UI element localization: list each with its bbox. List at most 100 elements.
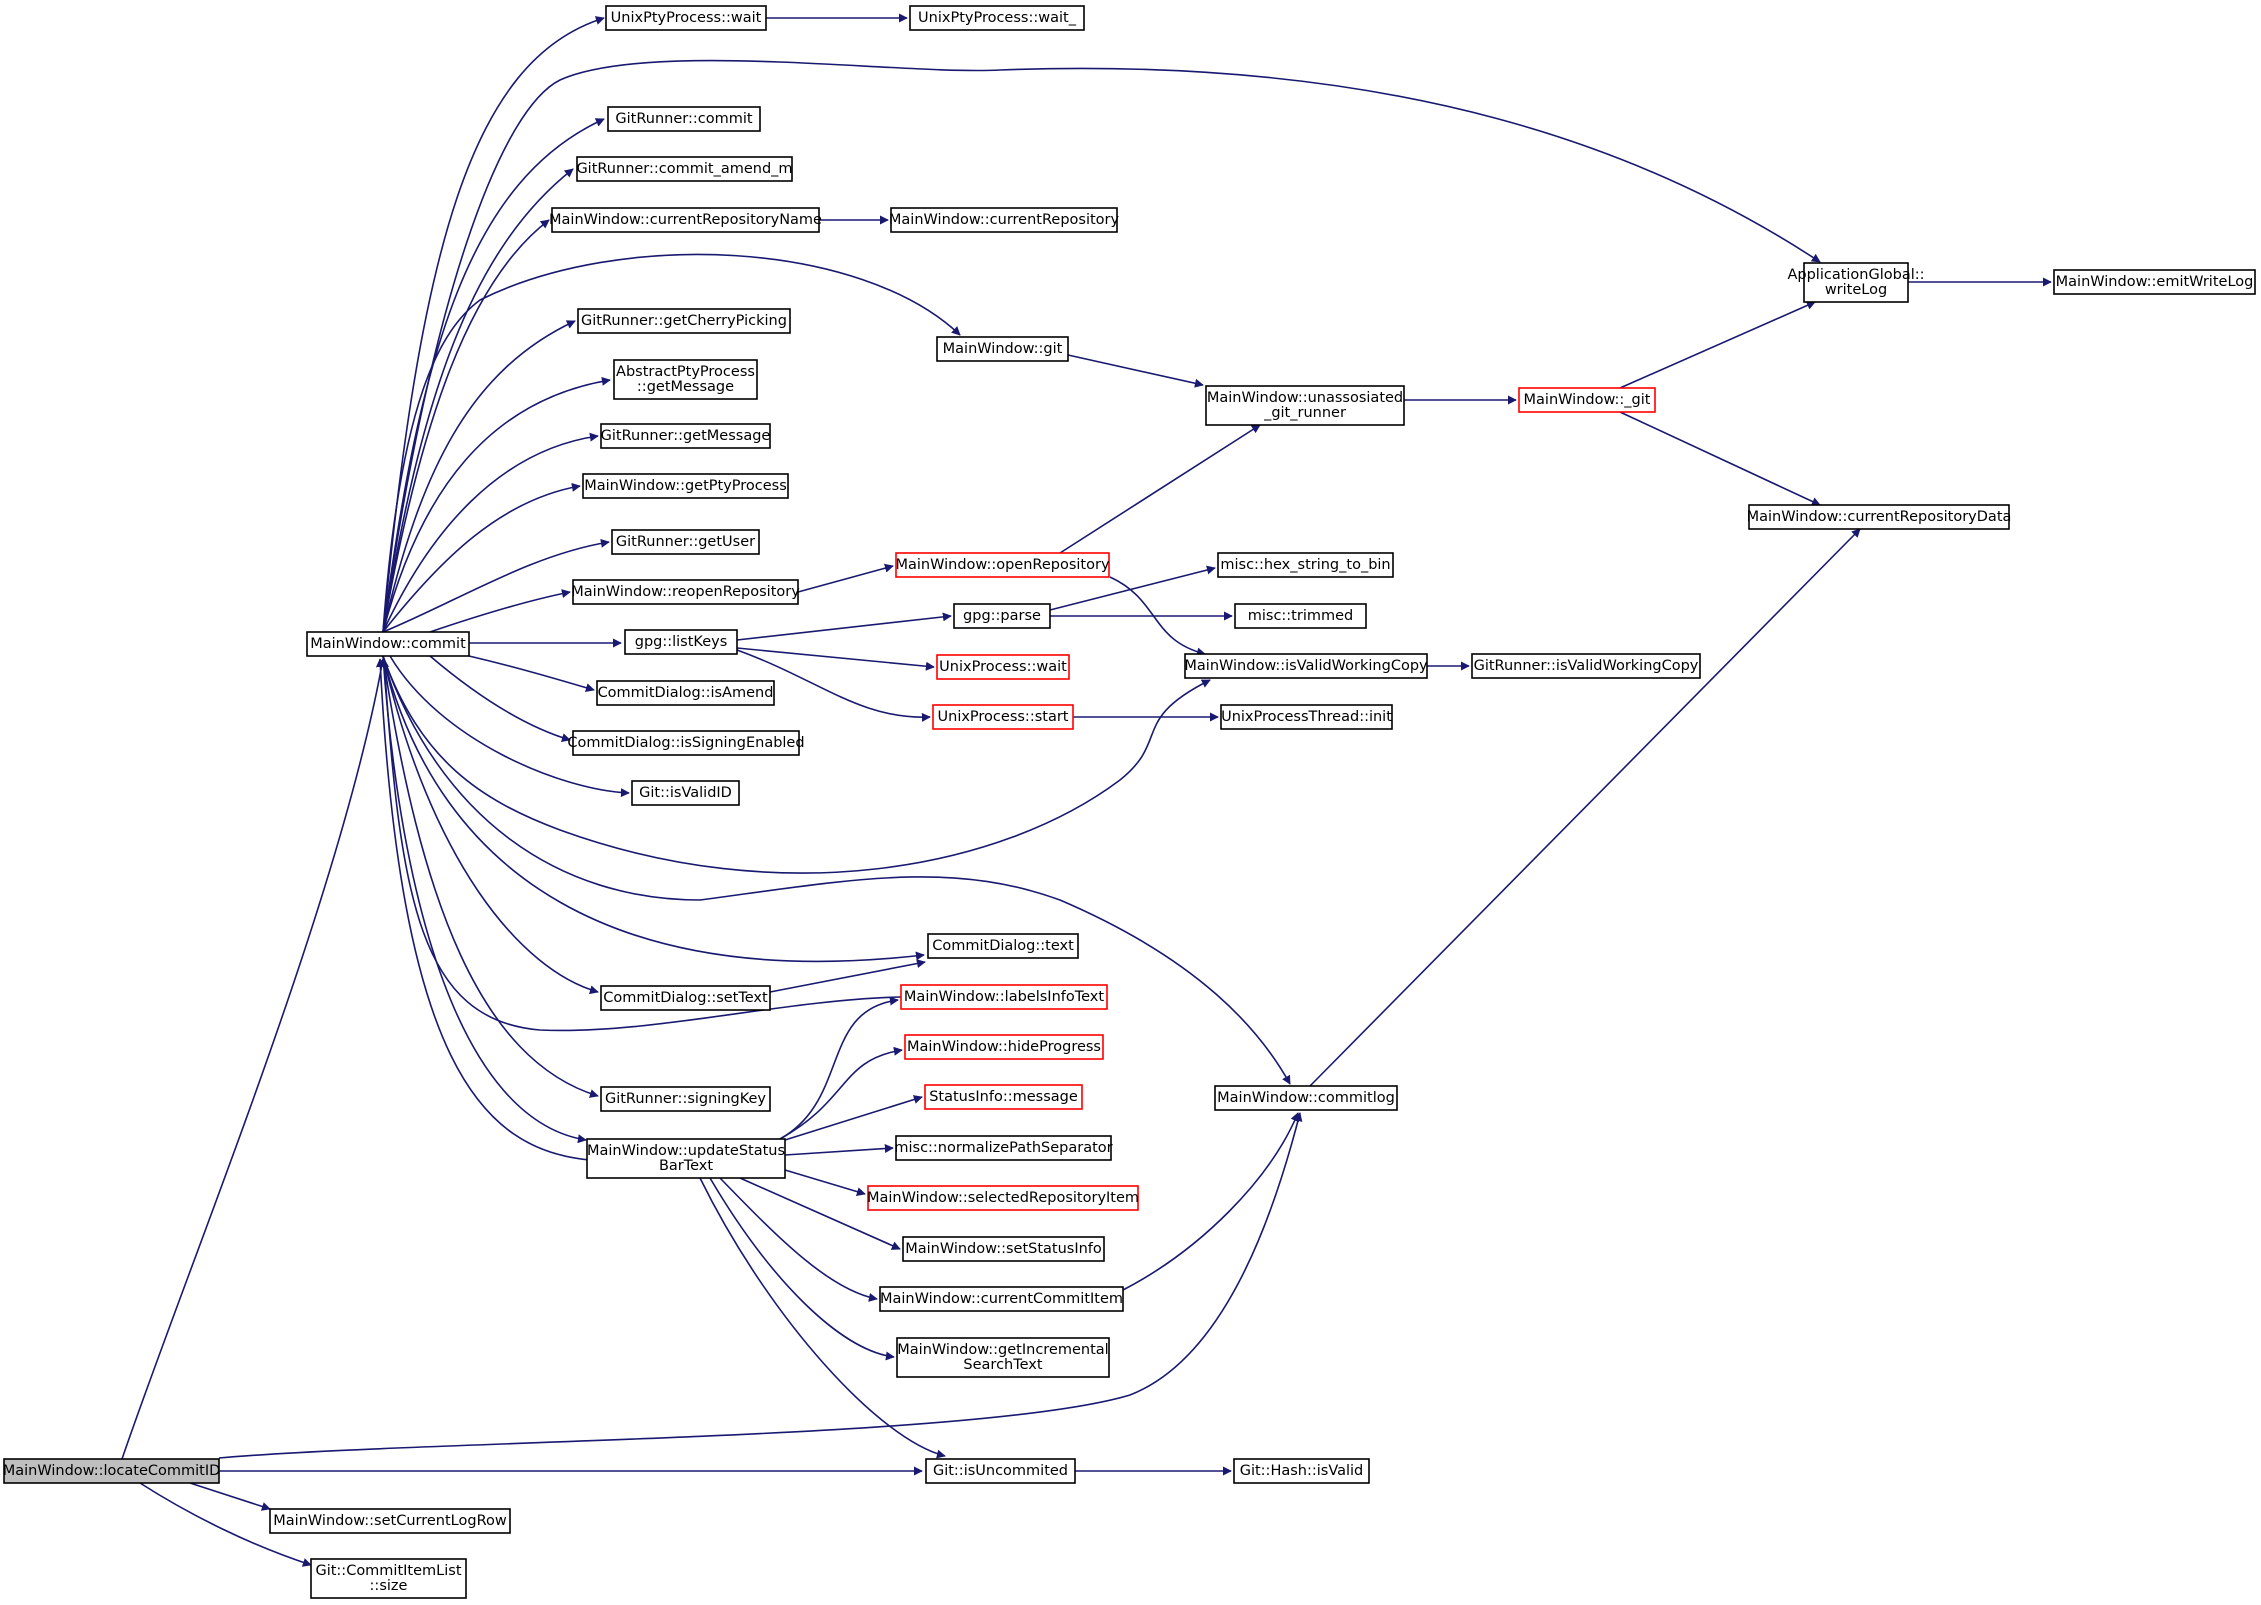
node-label: CommitDialog::isSigningEnabled xyxy=(567,735,804,751)
node-grAmend[interactable]: GitRunner::commit_amend_m xyxy=(576,156,793,182)
node-box xyxy=(902,1236,1105,1262)
node-label: AbstractPtyProcess xyxy=(616,364,755,380)
node-upWait[interactable]: UnixProcess::wait xyxy=(936,654,1070,680)
edge-commit-to-isValidWC xyxy=(382,655,1211,874)
edge-commit-to-isValidID xyxy=(389,655,630,798)
node-absGetMsg[interactable]: AbstractPtyProcess::getMessage xyxy=(613,359,758,400)
node-ptyWait[interactable]: UnixPtyProcess::wait xyxy=(605,5,767,31)
node-signingKey[interactable]: GitRunner::signingKey xyxy=(600,1086,771,1112)
edge-_git-to-curRepoData xyxy=(1619,411,1821,506)
node-commitlog[interactable]: MainWindow::commitlog xyxy=(1214,1085,1398,1111)
node-listKeys[interactable]: gpg::listKeys xyxy=(624,629,738,655)
node-box xyxy=(576,156,793,182)
node-box xyxy=(1205,385,1405,426)
node-reopenRepo[interactable]: MainWindow::reopenRepository xyxy=(571,579,800,605)
edge-locateCommitID-to-commitlog xyxy=(218,1112,1303,1459)
node-normPath[interactable]: misc::normalizePathSeparator xyxy=(894,1135,1113,1161)
edge-commit-to-getPty xyxy=(382,482,581,633)
node-openRepo[interactable]: MainWindow::openRepository xyxy=(895,552,1110,578)
edge-curCommitItem-to-commitlog xyxy=(1122,1112,1300,1291)
edge-commit-to-grGetMsg xyxy=(382,432,599,633)
edge-cdSetText-to-cdText xyxy=(769,959,926,993)
node-isUncommited[interactable]: Git::isUncommited xyxy=(925,1458,1076,1484)
node-grCommit[interactable]: GitRunner::commit xyxy=(607,106,761,132)
node-_git[interactable]: MainWindow::_git xyxy=(1518,387,1656,413)
edge-updStatus-to-selRepoItem xyxy=(784,1169,866,1196)
node-getCherry[interactable]: GitRunner::getCherryPicking xyxy=(577,308,791,334)
node-label: MainWindow::currentRepositoryData xyxy=(1747,509,2012,525)
node-setCurrentLogRow[interactable]: MainWindow::setCurrentLogRow xyxy=(269,1508,511,1534)
edge-commit-to-curRepoName xyxy=(382,219,550,633)
node-label: CommitDialog::text xyxy=(932,938,1074,954)
edge-commit-to-mwGit xyxy=(382,253,961,633)
node-box xyxy=(1214,1085,1398,1111)
node-siMessage[interactable]: StatusInfo::message xyxy=(924,1084,1083,1110)
node-cdSetText[interactable]: CommitDialog::setText xyxy=(600,985,771,1011)
node-unassoc[interactable]: MainWindow::unassosiated_git_runner xyxy=(1205,385,1405,426)
edge-gpgParse-to-hexToBin xyxy=(1049,565,1216,611)
node-ptyWait_[interactable]: UnixPtyProcess::wait_ xyxy=(909,5,1085,31)
node-writeLog[interactable]: ApplicationGlobal::writeLog xyxy=(1787,262,1925,303)
node-label: UnixPtyProcess::wait_ xyxy=(918,10,1077,26)
node-cdText[interactable]: CommitDialog::text xyxy=(927,933,1079,959)
node-box xyxy=(936,654,1070,680)
node-box xyxy=(936,336,1069,362)
node-getUser[interactable]: GitRunner::getUser xyxy=(611,529,760,555)
node-isValidWC[interactable]: MainWindow::isValidWorkingCopy xyxy=(1184,653,1428,679)
node-isAmend[interactable]: CommitDialog::isAmend xyxy=(596,680,775,706)
node-selRepoItem[interactable]: MainWindow::selectedRepositoryItem xyxy=(867,1185,1139,1211)
node-label: gpg::parse xyxy=(963,608,1041,624)
node-hexToBin[interactable]: misc::hex_string_to_bin xyxy=(1217,552,1394,578)
node-label: MainWindow::emitWriteLog xyxy=(2056,274,2254,290)
node-label: GitRunner::commit xyxy=(615,111,752,127)
node-label: GitRunner::getCherryPicking xyxy=(581,313,787,329)
node-emitWriteLog[interactable]: MainWindow::emitWriteLog xyxy=(2053,269,2256,295)
node-hashIsValid[interactable]: Git::Hash::isValid xyxy=(1233,1458,1370,1484)
node-gpgParse[interactable]: gpg::parse xyxy=(953,603,1051,629)
edge-commit-to-cdSetText xyxy=(382,655,599,995)
edge-updStatus-to-labelsInfo xyxy=(779,996,899,1140)
node-box xyxy=(310,1558,467,1599)
node-box xyxy=(1217,552,1394,578)
node-box xyxy=(867,1185,1139,1211)
node-label: GitRunner::isValidWorkingCopy xyxy=(1474,658,1699,674)
node-curRepoName[interactable]: MainWindow::currentRepositoryName xyxy=(549,207,822,233)
node-getPty[interactable]: MainWindow::getPtyProcess xyxy=(582,473,789,499)
node-box xyxy=(904,1034,1104,1060)
node-locateCommitID[interactable]: MainWindow::locateCommitID xyxy=(3,1458,221,1484)
node-isSigning[interactable]: CommitDialog::isSigningEnabled xyxy=(567,730,805,756)
node-box xyxy=(879,1286,1124,1312)
node-grIsValidWC[interactable]: GitRunner::isValidWorkingCopy xyxy=(1471,653,1701,679)
node-curRepoData[interactable]: MainWindow::currentRepositoryData xyxy=(1747,504,2012,530)
node-setStatusInfo[interactable]: MainWindow::setStatusInfo xyxy=(902,1236,1105,1262)
edge-commit-to-cdText xyxy=(382,655,925,963)
node-labelsInfo[interactable]: MainWindow::labelsInfoText xyxy=(900,984,1108,1010)
node-box xyxy=(924,1084,1083,1110)
edges-layer xyxy=(121,13,2052,1567)
edge-updStatus-to-curCommitItem xyxy=(719,1177,878,1302)
node-label: misc::trimmed xyxy=(1248,608,1354,624)
node-commit[interactable]: MainWindow::commit xyxy=(306,631,470,657)
node-grGetMsg[interactable]: GitRunner::getMessage xyxy=(600,423,771,449)
node-box xyxy=(596,680,775,706)
node-box xyxy=(572,730,800,756)
node-uptInit[interactable]: UnixProcessThread::init xyxy=(1220,704,1393,730)
node-label: Git::CommitItemList xyxy=(315,1563,461,1579)
node-curCommitItem[interactable]: MainWindow::currentCommitItem xyxy=(879,1286,1124,1312)
node-label: MainWindow::isValidWorkingCopy xyxy=(1184,658,1428,674)
node-box xyxy=(925,1458,1076,1484)
node-label: misc::normalizePathSeparator xyxy=(894,1140,1112,1156)
node-upStart[interactable]: UnixProcess::start xyxy=(932,704,1074,730)
node-hideProgress[interactable]: MainWindow::hideProgress xyxy=(904,1034,1104,1060)
node-ciSize[interactable]: Git::CommitItemList::size xyxy=(310,1558,467,1599)
node-mwGit[interactable]: MainWindow::git xyxy=(936,336,1069,362)
node-trimmed[interactable]: misc::trimmed xyxy=(1234,603,1367,629)
node-isValidID[interactable]: Git::isValidID xyxy=(631,780,740,806)
node-label: SearchText xyxy=(963,1357,1042,1373)
node-curRepo[interactable]: MainWindow::currentRepository xyxy=(889,207,1120,233)
node-box xyxy=(600,1086,771,1112)
node-box xyxy=(1233,1458,1370,1484)
